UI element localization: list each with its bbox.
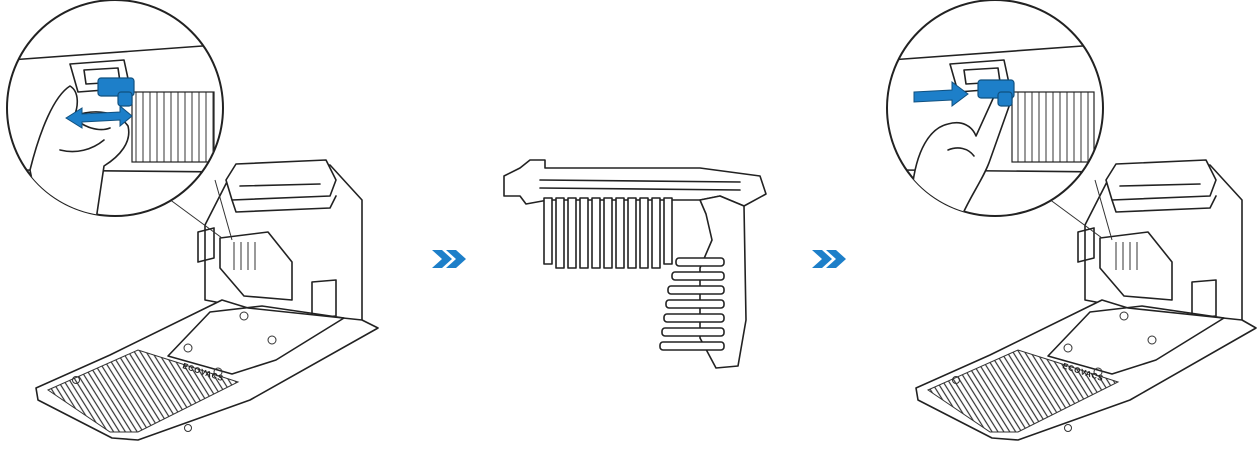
chevron-right-double-icon xyxy=(812,250,846,268)
comb-teeth xyxy=(544,198,672,268)
zoom-callout-push xyxy=(887,0,1110,220)
side-fins xyxy=(660,258,724,350)
step-1-dock-pull: ECOVACS xyxy=(7,0,378,440)
zoom-callout-pull xyxy=(7,0,230,220)
chevron-right-double-icon xyxy=(432,250,466,268)
step-3-dock-push: ECOVACS xyxy=(887,0,1256,440)
removed-comb-part xyxy=(504,160,766,368)
